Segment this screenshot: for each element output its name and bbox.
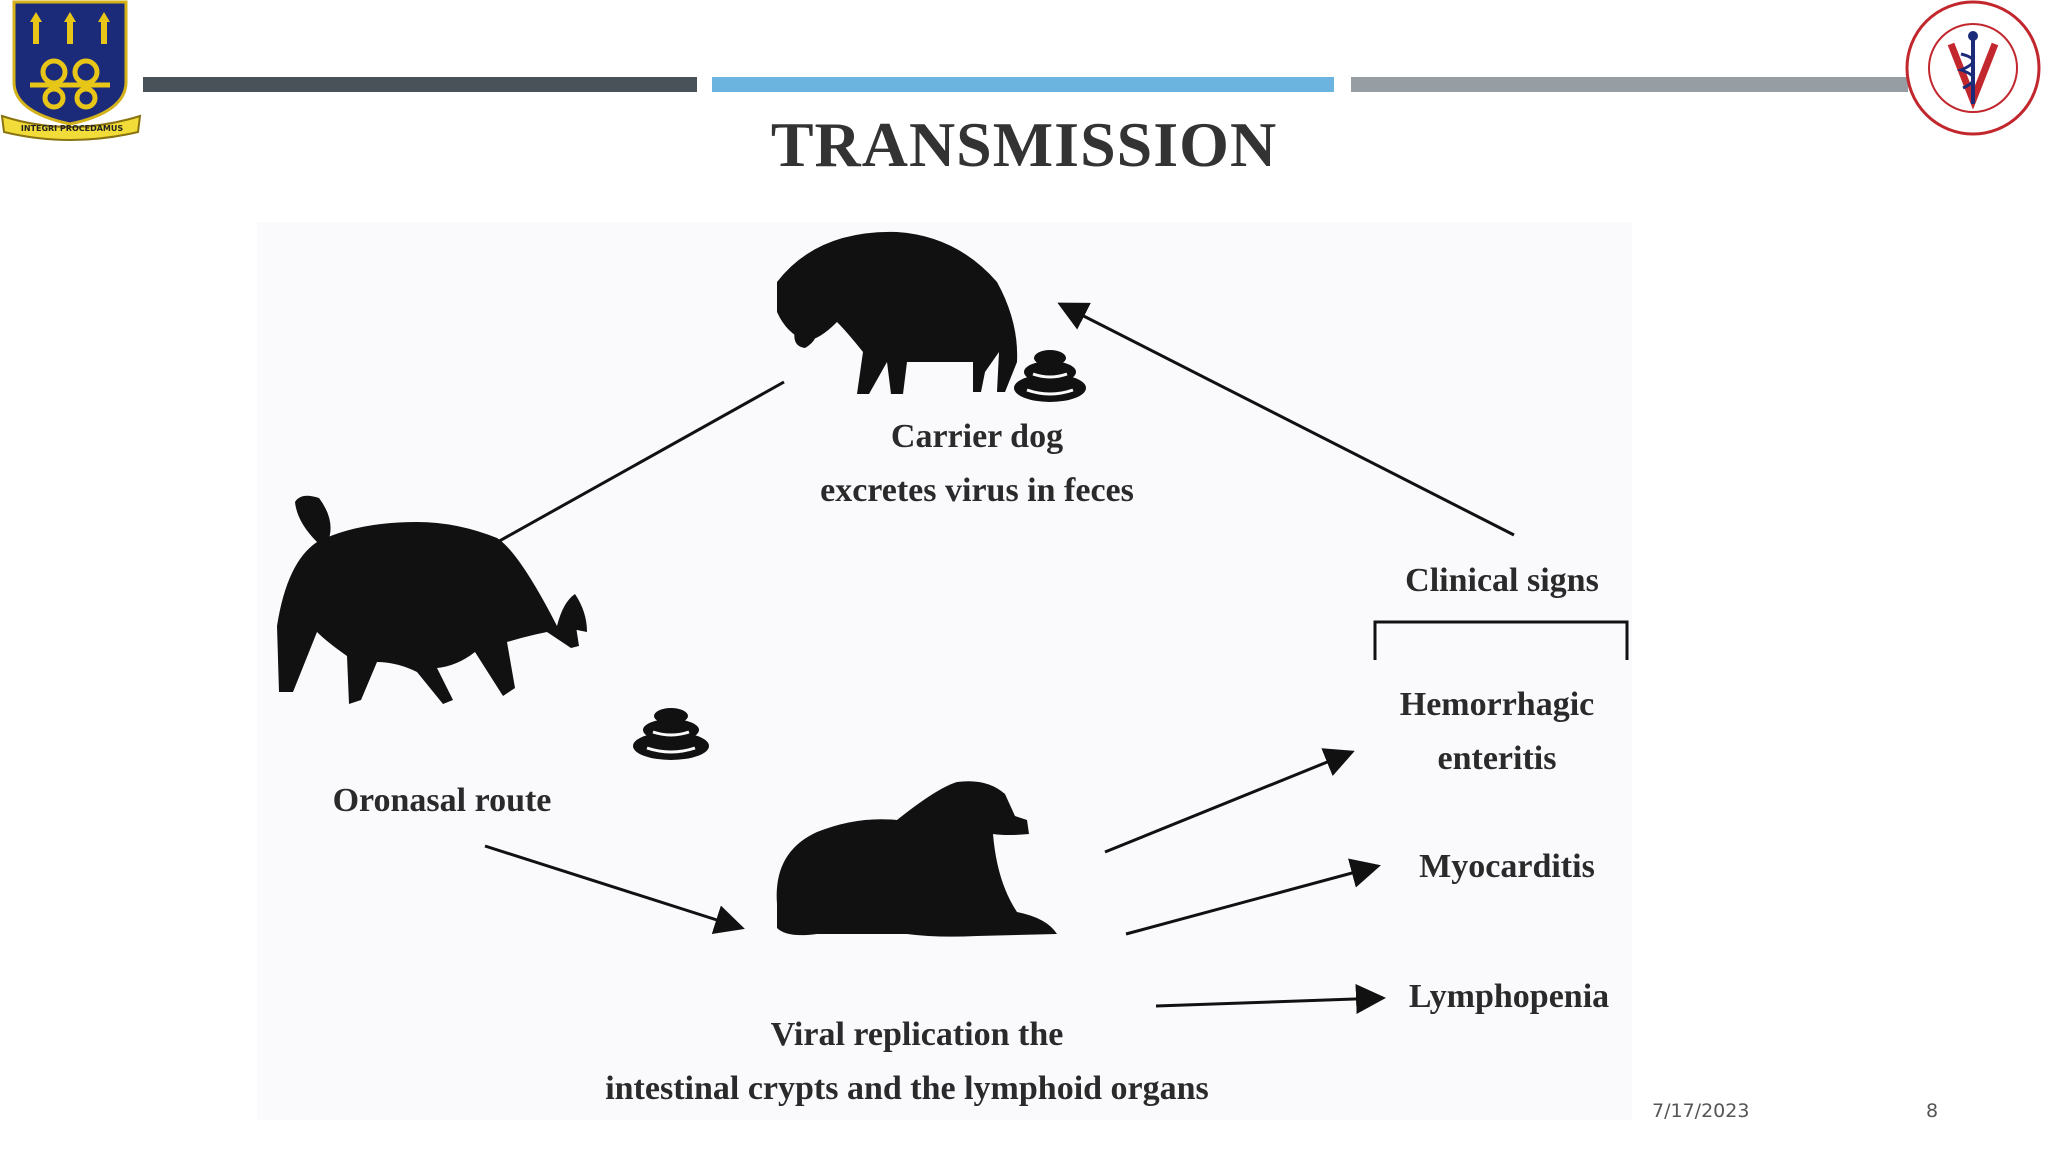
- feces-carrier-icon: [1014, 350, 1086, 402]
- slide-date: 7/17/2023: [1652, 1100, 1750, 1122]
- arrow-oronasal-to-viral: [484, 844, 745, 935]
- clinical-signs-heading: Clinical signs: [1405, 562, 1599, 599]
- feces-oronasal-icon: [633, 708, 709, 760]
- veterinary-seal-icon: [1905, 0, 2041, 136]
- oronasal-route-label: Oronasal route: [332, 782, 552, 819]
- viral-replication-label: Viral replication the: [770, 1016, 1064, 1053]
- transmission-diagram: Carrier dog excretes virus in feces Oron…: [257, 222, 1632, 1120]
- header-bar-gray: [1351, 77, 1908, 92]
- header-bar-blue: [712, 77, 1334, 92]
- arrow-carrier-to-oronasal: [457, 380, 785, 565]
- slide-page-number: 8: [1926, 1100, 1939, 1122]
- lying-dog-silhouette-icon: [776, 781, 1057, 937]
- viral-replication-sublabel: intestinal crypts and the lymphoid organ…: [605, 1070, 1209, 1107]
- slide-title: TRANSMISSION: [770, 109, 1278, 180]
- header-bar-dark: [143, 77, 697, 92]
- arrow-viral-to-lymphopenia: [1155, 983, 1386, 1014]
- arrow-viral-to-myocarditis: [1125, 858, 1381, 936]
- carrier-dog-sublabel: excretes virus in feces: [820, 472, 1134, 509]
- sign-lymphopenia: Lymphopenia: [1408, 978, 1610, 1015]
- veterinary-school-seal: [1903, 0, 2048, 140]
- university-crest-icon: INTEGRI PROCEDAMUS: [0, 0, 142, 141]
- university-crest-logo: INTEGRI PROCEDAMUS: [0, 0, 145, 141]
- sign-myocarditis: Myocarditis: [1419, 848, 1595, 885]
- sign-hemorrhagic: Hemorrhagic: [1399, 686, 1595, 723]
- carrier-dog-label: Carrier dog: [890, 418, 1064, 455]
- carrier-dog-silhouette-icon: [777, 231, 1018, 394]
- svg-text:INTEGRI PROCEDAMUS: INTEGRI PROCEDAMUS: [21, 124, 124, 133]
- sign-enteritis: enteritis: [1437, 740, 1557, 777]
- sniffing-dog-silhouette-icon: [277, 495, 587, 704]
- arrow-viral-to-enteritis: [1104, 748, 1355, 854]
- diagram-graphics: [277, 231, 1629, 1014]
- clinical-signs-bracket: [1373, 620, 1629, 660]
- arrow-clinical-to-carrier: [1057, 302, 1515, 537]
